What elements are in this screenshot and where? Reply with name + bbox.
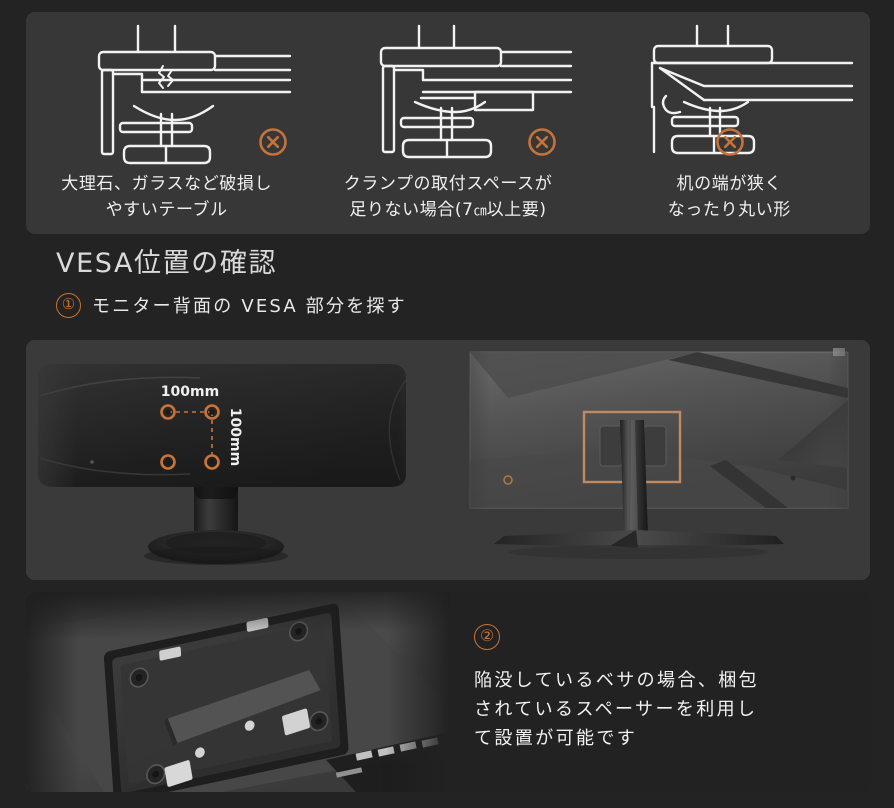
caption-line-1: クランプの取付スペースが — [343, 174, 553, 194]
warning-caption-fragile-table: 大理石、ガラスなど破損し やすいテーブル — [61, 174, 273, 220]
monitor-rear-panel: 100mm 100mm — [26, 340, 870, 580]
vesa-section-heading-block: VESA位置の確認 ① モニター背面の VESA 部分を探す — [56, 248, 816, 318]
x-circle-icon — [256, 125, 290, 163]
warning-item-insufficient-space: クランプの取付スペースが足りない場合(7㎝以上要) — [307, 12, 588, 234]
step-2-text-column: ② 陥没しているベサの場合、梱包 されているスペーサーを利用し て設置が可能です — [450, 592, 870, 792]
caption-line-2a: 足りない場合(7 — [349, 199, 474, 220]
step-2-number-badge: ② — [474, 624, 500, 650]
recessed-vesa-mount-photo — [26, 592, 450, 792]
step-1-number-badge: ① — [56, 292, 81, 318]
clamp-on-cracking-table-illustration — [26, 18, 307, 166]
step-1-line: ① モニター背面の VESA 部分を探す — [56, 292, 816, 318]
caption-unit-cm: ㎝ — [473, 203, 487, 219]
step-1-text: モニター背面の VESA 部分を探す — [92, 296, 407, 318]
x-circle-icon — [525, 125, 559, 163]
clamp-insufficient-space-illustration — [307, 18, 588, 166]
caption-line-2b: 以上要) — [486, 199, 547, 220]
warning-item-fragile-table: 大理石、ガラスなど破損し やすいテーブル — [26, 12, 307, 234]
warning-caption-insufficient-space: クランプの取付スペースが足りない場合(7㎝以上要) — [311, 172, 584, 223]
clamp-on-narrow-rounded-edge-illustration — [589, 18, 870, 166]
spacer-instruction-panel: ② 陥没しているベサの場合、梱包 されているスペーサーを利用し て設置が可能です — [26, 592, 870, 792]
step-2-text: 陥没しているベサの場合、梱包 されているスペーサーを利用し て設置が可能です — [474, 670, 760, 750]
monitor-rear-with-vesa-pattern: 100mm 100mm — [26, 340, 448, 580]
x-circle-icon — [713, 125, 747, 163]
clamp-warning-panel: 大理石、ガラスなど破損し やすいテーブル — [26, 12, 870, 234]
gaming-monitor-rear-vesa-highlight — [448, 340, 870, 580]
warning-item-narrow-rounded-edge: 机の端が狭く なったり丸い形 — [589, 12, 870, 234]
page-title: VESA位置の確認 — [56, 248, 278, 279]
monitor-right-cell — [448, 340, 870, 580]
warning-caption-narrow-rounded-edge: 机の端が狭く なったり丸い形 — [667, 174, 791, 220]
monitor-left-cell: 100mm 100mm — [26, 340, 448, 580]
